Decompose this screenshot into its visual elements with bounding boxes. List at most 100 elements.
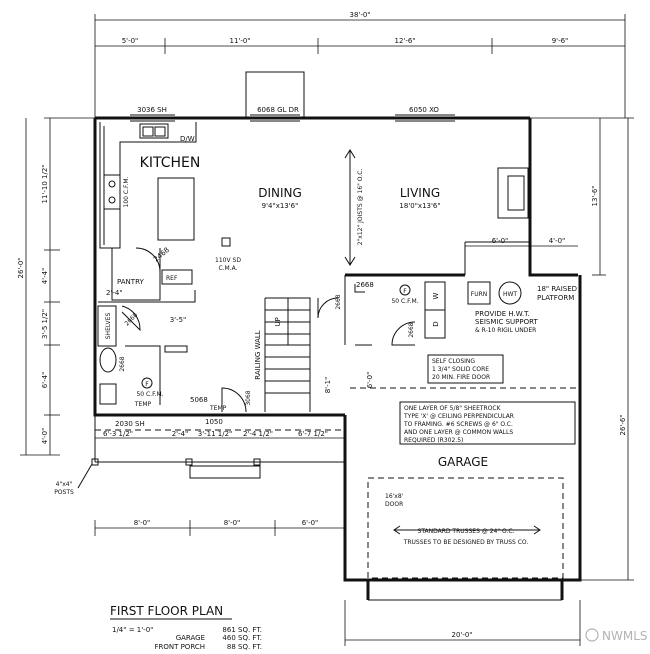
house-walls <box>93 116 582 582</box>
entry-door-label: 3068 <box>245 390 252 405</box>
dryer-label: D <box>432 321 440 326</box>
hood-fan-label: 100 C.F.M. <box>123 176 130 207</box>
overall-width-dim: 38'-0" <box>349 11 370 19</box>
left-dim-5: 4'-0" <box>41 428 49 445</box>
right-dim-1: 13'-6" <box>591 185 599 206</box>
utility-fan-symbol: F <box>403 288 407 295</box>
left-dim-total: 26'-0" <box>17 257 25 278</box>
sheetrock-note-2: TYPE 'X' @ CEILING PERPENDICULAR <box>403 413 514 420</box>
washer-label: W <box>432 292 440 299</box>
garage-door-note-1: 16'x8' <box>385 493 404 500</box>
porch-dim-5: 6'-7 1/2" <box>298 430 328 438</box>
living-window-label: 6050 XO <box>409 106 439 114</box>
plan-title: FIRST FLOOR PLAN <box>110 604 223 618</box>
furnace-label: FURN <box>471 291 488 298</box>
bottom-dimensions: 8'-0" 8'-0" 6'-0" 20'-0" <box>94 519 581 646</box>
front-porch: 6'-3 1/2" 2'-4" 3'-11 1/2" 2'-4 1/2" 6'-… <box>54 415 346 496</box>
bath-window-label: 2030 SH <box>115 420 145 428</box>
living-sub-dim-2: 4'-0" <box>549 237 566 245</box>
entry-window-label: 5068 <box>190 396 208 404</box>
fridge-label: REF <box>166 275 178 282</box>
platform-note-1: 18" RAISED <box>537 285 577 293</box>
utility-door-label: 2668 <box>408 322 415 337</box>
area-value-main: 861 SQ. FT. <box>222 626 262 634</box>
bath-door-label: 2668 <box>119 356 126 371</box>
bath-fan-symbol: F <box>145 381 149 388</box>
garage-label: GARAGE <box>438 455 488 469</box>
posts-note-2: POSTS <box>54 489 74 496</box>
sheetrock-note-1: ONE LAYER OF 5/8" SHEETROCK <box>404 405 502 412</box>
sheetrock-note-3: TO FRAMING. #6 SCREWS @ 6" O.C. <box>403 421 513 428</box>
bath-fan-label: 50 C.F.M. <box>136 391 163 398</box>
garage-door-dim: 2668 <box>356 281 374 289</box>
hot-water-tank-label: HWT <box>503 291 517 298</box>
dining-size: 9'4"x13'6" <box>262 202 299 210</box>
kitchen-area: D/W 100 C.F.M. KITCHEN <box>99 122 201 249</box>
platform-note-2: PLATFORM <box>537 294 574 302</box>
north-openings: 3036 SH 6068 GL DR 6050 XO <box>130 106 455 122</box>
door-note-3: 20 MIN. FIRE DOOR <box>432 374 490 381</box>
living-size: 18'0"x13'6" <box>399 202 440 210</box>
porch-dim-1: 6'-3 1/2" <box>103 430 133 438</box>
top-dim-2: 11'-0" <box>229 37 250 45</box>
cma-line-2: C.M.A. <box>218 265 237 272</box>
dishwasher-label: D/W <box>180 135 195 143</box>
service-rooms: 2468 PANTRY 2'-4" REF SHELVES 2668 3'-5"… <box>97 246 196 428</box>
living-dining-area: DINING 9'4"x13'6" LIVING 18'0"x13'6" 2"x… <box>215 149 578 272</box>
stair-up-label: UP <box>274 317 282 326</box>
plan-scale: 1/4" = 1'-0" <box>112 626 153 634</box>
door-note-2: 1 3/4" SOLID CORE <box>432 366 489 373</box>
watermark-text: NWMLS <box>602 629 648 643</box>
door-note-1: SELF CLOSING <box>432 358 475 365</box>
left-dimensions: 26'-0" 11'-10 1/2" 4'-4" 3'-5 1/2" 6'-4"… <box>17 117 95 456</box>
hwt-note-3: & R-10 RIGIL UNDER <box>475 327 536 334</box>
sheetrock-note-4: AND ONE LAYER @ COMMON WALLS <box>404 429 513 436</box>
living-sub-dim-1: 6'-0" <box>492 237 509 245</box>
porch-dim-3: 3'-11 1/2" <box>198 430 233 438</box>
left-dim-2: 4'-4" <box>41 268 49 285</box>
pantry-door-label: 2468 <box>152 246 171 264</box>
sheetrock-note-5: REQUIRED (R302.5) <box>404 437 463 444</box>
joists-note: 2"x12" JOISTS @ 16" O.C. <box>357 169 364 246</box>
dim-1050-label: 1050 <box>205 418 223 426</box>
utility-fan-label: 50 C.F.M. <box>391 298 418 305</box>
mech-door-label: 2668 <box>335 294 342 309</box>
trusses-subnote: TRUSSES TO BE DESIGNED BY TRUSS CO. <box>403 539 529 546</box>
porch-dim-4: 2'-4 1/2" <box>243 430 273 438</box>
shelves-label: SHELVES <box>105 313 112 340</box>
trusses-note: STANDARD TRUSSES @ 24" O.C. <box>418 528 515 535</box>
bottom-dim-garage: 20'-0" <box>451 631 472 639</box>
railing-wall-label: RAILING WALL <box>254 330 262 380</box>
right-dim-2: 26'-6" <box>619 414 627 435</box>
garage-door-note-2: DOOR <box>385 501 403 508</box>
living-label: LIVING <box>400 186 440 200</box>
area-label-porch: FRONT PORCH <box>154 643 205 651</box>
closet-depth-dim: 6'-0" <box>366 372 374 389</box>
pantry-label: PANTRY <box>117 278 144 286</box>
garage-area: ONE LAYER OF 5/8" SHEETROCK TYPE 'X' @ C… <box>366 401 576 601</box>
dining-door-label: 6068 GL DR <box>257 106 299 114</box>
hwt-note-2: SEISMIC SUPPORT <box>475 318 538 326</box>
area-value-porch: 88 SQ. FT. <box>227 643 262 651</box>
left-dim-1: 11'-10 1/2" <box>41 165 49 204</box>
title-block: FIRST FLOOR PLAN 1/4" = 1'-0" GARAGE FRO… <box>110 604 262 651</box>
pantry-width-dim: 2'-4" <box>106 289 123 297</box>
kitchen-label: KITCHEN <box>140 155 201 171</box>
top-dimensions: 38'-0" 5'-0" 11'-0" 12'-6" 9'-6" <box>94 11 626 119</box>
bottom-dim-3: 6'-0" <box>302 519 319 527</box>
top-dim-3: 12'-6" <box>394 37 415 45</box>
stair-width-dim: 8'-1" <box>324 377 332 394</box>
laundry-width-dim: 3'-5" <box>170 316 187 324</box>
utility-room: 2668 F 50 C.F.M. W D 2668 FURN HWT 18" R… <box>344 275 578 389</box>
porch-dim-2: 2'-4" <box>172 430 189 438</box>
bottom-dim-1: 8'-0" <box>134 519 151 527</box>
right-dimensions: 13'-6" 26'-6" <box>530 117 634 581</box>
hwt-note-1: PROVIDE H.W.T. <box>475 310 530 318</box>
posts-note-1: 4"x4" <box>56 481 73 488</box>
entry-temp-label: TEMP <box>209 405 227 412</box>
left-dim-3: 3'-5 1/2" <box>41 309 49 339</box>
area-value-garage: 460 SQ. FT. <box>222 634 262 642</box>
cma-line-1: 110V SD <box>215 257 241 264</box>
kitchen-window-label: 3036 SH <box>137 106 167 114</box>
